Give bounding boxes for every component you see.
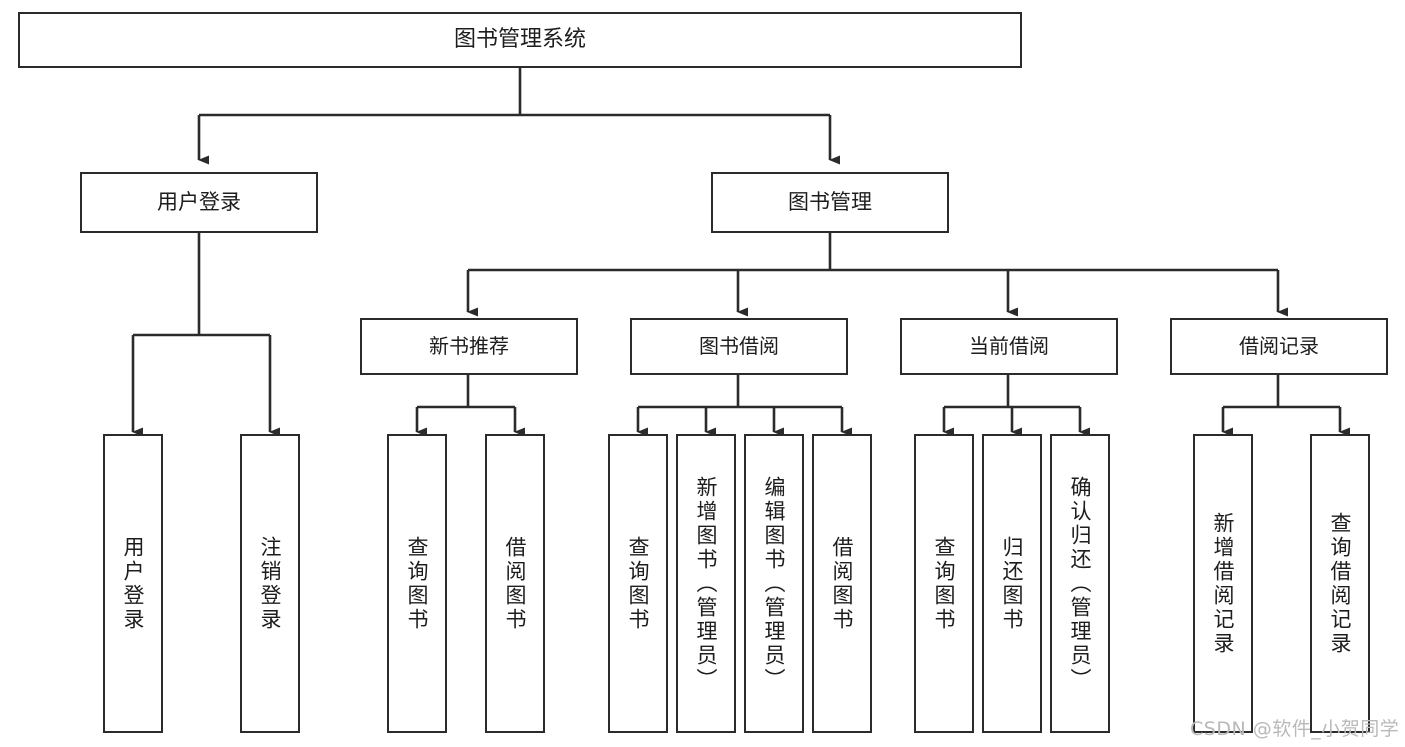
leaf-user-login-0[interactable]: 用户登录 [103, 434, 163, 733]
leaf-book-borrow-1[interactable]: 新增图书（管理员） [676, 434, 736, 733]
node-borrow-record-label: 借阅记录 [1239, 333, 1319, 358]
leaf-borrow-record-1-label: 查询借阅记录 [1328, 511, 1353, 656]
node-current-borrow[interactable]: 当前借阅 [900, 318, 1118, 375]
node-book-borrow[interactable]: 图书借阅 [630, 318, 848, 375]
node-borrow-record[interactable]: 借阅记录 [1170, 318, 1388, 375]
node-book-borrow-label: 图书借阅 [699, 333, 779, 358]
leaf-user-login-1[interactable]: 注销登录 [240, 434, 300, 733]
leaf-user-login-1-label: 注销登录 [258, 535, 283, 632]
leaf-current-borrow-0-label: 查询图书 [932, 535, 957, 632]
csdn-watermark: CSDN @软件_小贺同学 [1190, 718, 1400, 740]
leaf-current-borrow-2-label: 确认归还（管理员） [1068, 475, 1093, 692]
leaf-book-borrow-2-label: 编辑图书（管理员） [762, 475, 787, 692]
leaf-book-borrow-3[interactable]: 借阅图书 [812, 434, 872, 733]
leaf-new-book-1-label: 借阅图书 [503, 535, 528, 632]
leaf-book-borrow-0[interactable]: 查询图书 [608, 434, 668, 733]
leaf-book-borrow-2[interactable]: 编辑图书（管理员） [744, 434, 804, 733]
node-new-book-recommend[interactable]: 新书推荐 [360, 318, 578, 375]
leaf-book-borrow-0-label: 查询图书 [626, 535, 651, 632]
node-root-label: 图书管理系统 [453, 27, 586, 53]
leaf-current-borrow-1[interactable]: 归还图书 [982, 434, 1042, 733]
leaf-current-borrow-2[interactable]: 确认归还（管理员） [1050, 434, 1110, 733]
leaf-new-book-0-label: 查询图书 [405, 535, 430, 632]
leaf-book-borrow-1-label: 新增图书（管理员） [694, 475, 719, 692]
leaf-new-book-0[interactable]: 查询图书 [387, 434, 447, 733]
leaf-current-borrow-1-label: 归还图书 [1000, 535, 1025, 632]
node-current-borrow-label: 当前借阅 [969, 333, 1049, 358]
node-new-book-recommend-label: 新书推荐 [429, 333, 509, 358]
leaf-borrow-record-1[interactable]: 查询借阅记录 [1310, 434, 1370, 733]
leaf-book-borrow-3-label: 借阅图书 [830, 535, 855, 632]
leaf-new-book-1[interactable]: 借阅图书 [485, 434, 545, 733]
node-book-management-label: 图书管理 [788, 190, 872, 215]
leaf-user-login-0-label: 用户登录 [121, 535, 146, 632]
node-user-login-label: 用户登录 [157, 190, 241, 215]
leaf-borrow-record-0[interactable]: 新增借阅记录 [1193, 434, 1253, 733]
leaf-borrow-record-0-label: 新增借阅记录 [1211, 511, 1236, 656]
node-root[interactable]: 图书管理系统 [18, 12, 1022, 68]
node-user-login[interactable]: 用户登录 [80, 172, 318, 233]
leaf-current-borrow-0[interactable]: 查询图书 [914, 434, 974, 733]
node-book-management[interactable]: 图书管理 [711, 172, 949, 233]
